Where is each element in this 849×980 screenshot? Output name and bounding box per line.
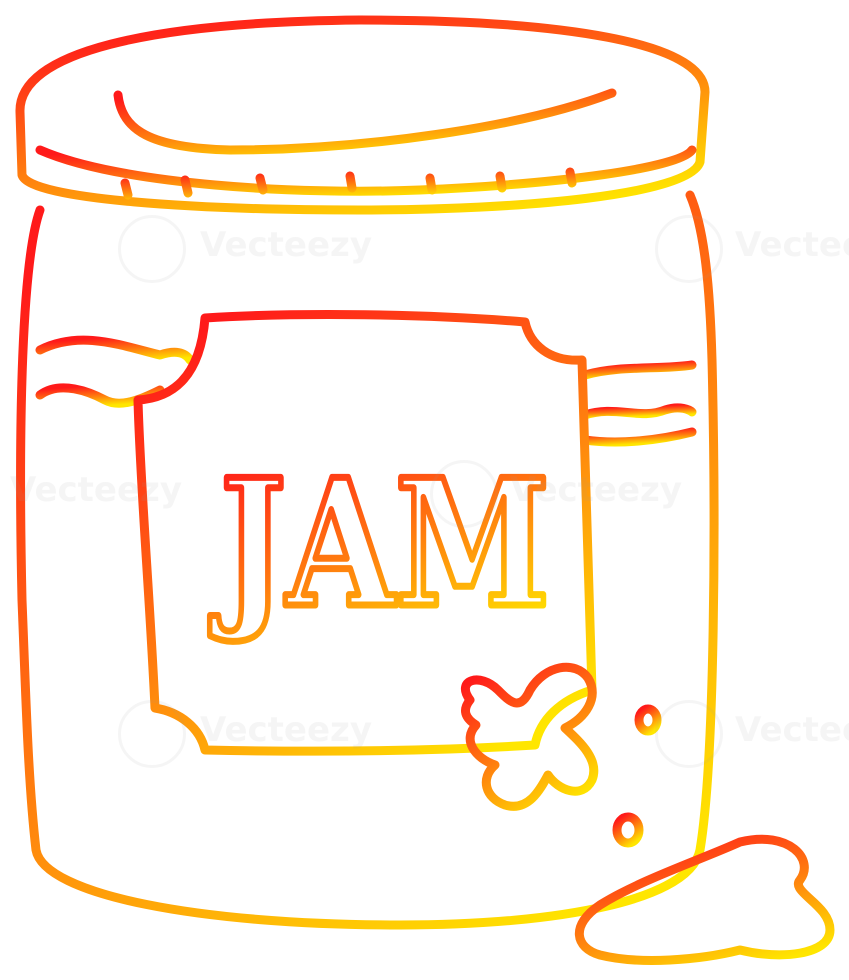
jam-label-text: JAM xyxy=(210,442,550,647)
jar-lid xyxy=(15,15,710,215)
jar-label xyxy=(133,310,597,756)
label-text-group: JAM xyxy=(206,439,553,651)
jam-band-right xyxy=(580,360,697,447)
jam-puddle xyxy=(574,834,835,965)
jam-blob xyxy=(460,662,662,848)
jar-body xyxy=(16,190,719,930)
